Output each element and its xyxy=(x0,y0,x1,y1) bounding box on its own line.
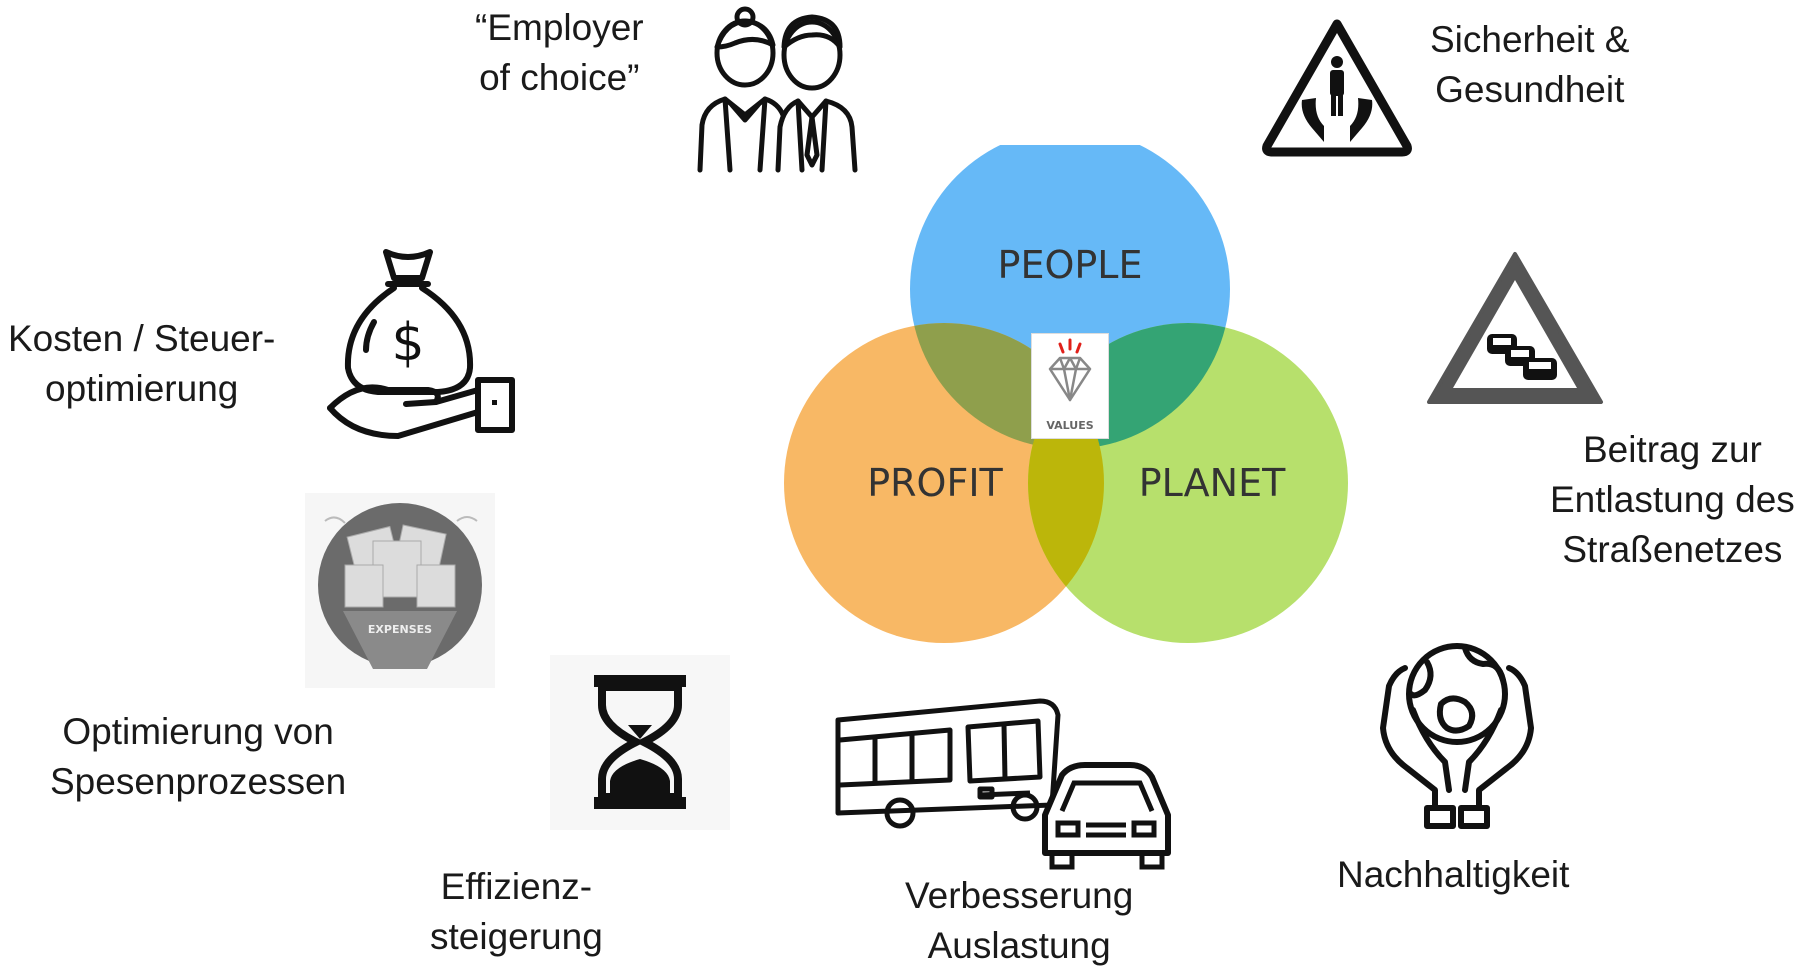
values-label: VALUES xyxy=(1046,419,1094,432)
diamond-icon xyxy=(1048,338,1092,402)
hourglass-icon xyxy=(550,655,730,830)
employees-icon xyxy=(697,6,858,173)
profit-label: PROFIT xyxy=(867,461,1003,505)
planet-label: PLANET xyxy=(1139,461,1286,505)
employer-of-choice-label: “Employer of choice” xyxy=(475,7,644,98)
expenses-text: EXPENSES xyxy=(368,623,432,636)
people-profit-overlap xyxy=(910,323,1104,449)
sicherheit-label: Sicherheit & Gesundheit xyxy=(1430,19,1630,110)
verbesserung-label: Verbesserung Auslastung xyxy=(905,875,1134,966)
safety-hands-icon xyxy=(1262,19,1412,157)
bus-and-car-icon xyxy=(835,698,1171,870)
effizienz-label: Effizienz- steigerung xyxy=(430,866,603,957)
globe-hands-icon xyxy=(1380,643,1534,829)
traffic-jam-sign-icon xyxy=(1427,252,1603,404)
spesen-label: Optimierung von Spesenprozessen xyxy=(50,711,347,802)
kosten-label: Kosten / Steuer- optimierung xyxy=(8,318,276,409)
svg-text:$: $ xyxy=(391,313,424,373)
values-badge: VALUES xyxy=(1031,333,1109,439)
beitrag-label: Beitrag zur Entlastung des Straßenetzes xyxy=(1550,429,1795,570)
expenses-funnel-icon: EXPENSES xyxy=(305,493,495,688)
money-bag-hand-icon: $ xyxy=(327,249,515,439)
people-label: PEOPLE xyxy=(998,243,1143,287)
nachhaltigkeit-label: Nachhaltigkeit xyxy=(1337,854,1570,895)
